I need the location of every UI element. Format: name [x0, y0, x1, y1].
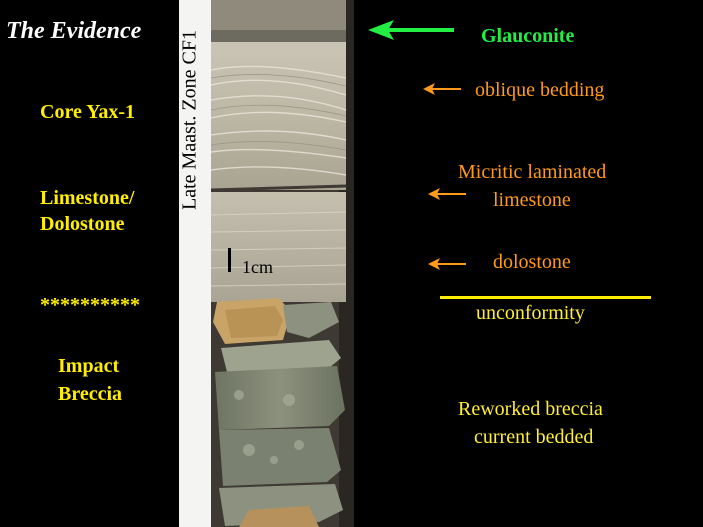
core-sample-photo — [179, 0, 354, 527]
oblique-arrow-icon — [423, 83, 461, 95]
reworked-breccia-label-1: Reworked breccia — [458, 398, 603, 420]
micritic-label-2: limestone — [493, 189, 571, 211]
dolostone-label: dolostone — [493, 251, 571, 273]
lithology-label-1: Limestone/ — [40, 187, 135, 209]
micritic-label-1: Micritic laminated — [458, 161, 607, 183]
glauconite-arrow-icon — [368, 20, 454, 40]
glauconite-label: Glauconite — [481, 25, 575, 47]
unconformity-label: unconformity — [476, 302, 585, 324]
micritic-arrow-icon — [428, 188, 466, 200]
reworked-breccia-label-2: current bedded — [474, 426, 594, 448]
scale-label: 1cm — [242, 257, 273, 277]
oblique-bedding-label: oblique bedding — [475, 79, 605, 101]
lithology-label-2: Dolostone — [40, 213, 125, 235]
impact-label-2: Breccia — [58, 383, 123, 405]
slide-title: The Evidence — [6, 18, 142, 44]
unconformity-line — [440, 296, 651, 299]
core-name-label: Core Yax-1 — [40, 101, 135, 123]
dolostone-arrow-icon — [428, 258, 466, 270]
impact-label-1: Impact — [58, 355, 120, 377]
separator-stars: ********** — [40, 294, 140, 316]
